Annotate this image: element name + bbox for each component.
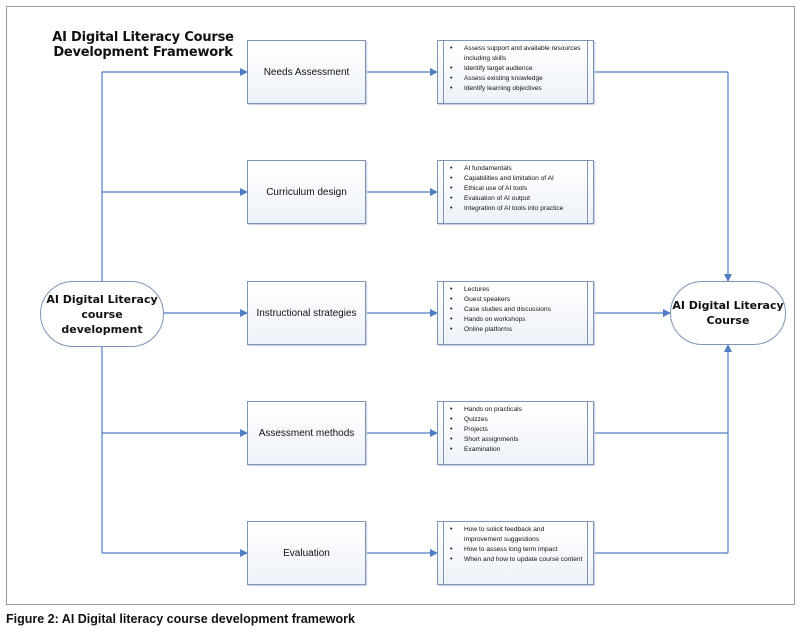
detail-item: Hands on practicals bbox=[450, 405, 583, 415]
stage-box-instructional-strategies: Instructional strategies bbox=[247, 281, 366, 345]
detail-item: Short assignments bbox=[450, 435, 583, 445]
diagram-title: AI Digital Literacy Course Development F… bbox=[52, 30, 234, 60]
detail-item: Identify target audience bbox=[450, 64, 583, 74]
detail-box-curriculum-design: AI fundamentals Capabilities and limitat… bbox=[437, 160, 594, 224]
detail-item: Assess support and available resources i… bbox=[450, 44, 583, 64]
detail-item: Capabilities and limitation of AI bbox=[450, 174, 583, 184]
stage-box-evaluation: Evaluation bbox=[247, 521, 366, 585]
detail-box-evaluation: How to solicit feedback and improvement … bbox=[437, 521, 594, 585]
detail-item: Quizzes bbox=[450, 415, 583, 425]
figure-caption: Figure 2: AI Digital literacy course dev… bbox=[6, 612, 355, 626]
detail-item: Lectures bbox=[450, 285, 583, 295]
detail-item: Online platforms bbox=[450, 325, 583, 335]
detail-box-assessment-methods: Hands on practicals Quizzes Projects Sho… bbox=[437, 401, 594, 465]
detail-item: Case studies and discussions bbox=[450, 305, 583, 315]
detail-item: Projects bbox=[450, 425, 583, 435]
detail-item: How to solicit feedback and improvement … bbox=[450, 525, 583, 545]
detail-item: Integration of AI tools into practice bbox=[450, 204, 583, 214]
start-node: AI Digital Literacy course development bbox=[40, 281, 164, 347]
detail-item: Hands on workshops bbox=[450, 315, 583, 325]
detail-item: AI fundamentals bbox=[450, 164, 583, 174]
detail-item: Examination bbox=[450, 445, 583, 455]
detail-box-instructional-strategies: Lectures Guest speakers Case studies and… bbox=[437, 281, 594, 345]
detail-item: Ethical use of AI tools bbox=[450, 184, 583, 194]
detail-item: Identify learning objectives bbox=[450, 84, 583, 94]
detail-item: When and how to update course content bbox=[450, 555, 583, 565]
detail-item: How to assess long term impact bbox=[450, 545, 583, 555]
detail-box-needs-assessment: Assess support and available resources i… bbox=[437, 40, 594, 104]
detail-item: Assess existing knowledge bbox=[450, 74, 583, 84]
stage-box-assessment-methods: Assessment methods bbox=[247, 401, 366, 465]
stage-box-needs-assessment: Needs Assessment bbox=[247, 40, 366, 104]
figure-frame bbox=[6, 6, 795, 605]
end-node: AI Digital Literacy Course bbox=[670, 281, 786, 345]
detail-item: Guest speakers bbox=[450, 295, 583, 305]
detail-item: Evaluation of AI output bbox=[450, 194, 583, 204]
stage-box-curriculum-design: Curriculum design bbox=[247, 160, 366, 224]
